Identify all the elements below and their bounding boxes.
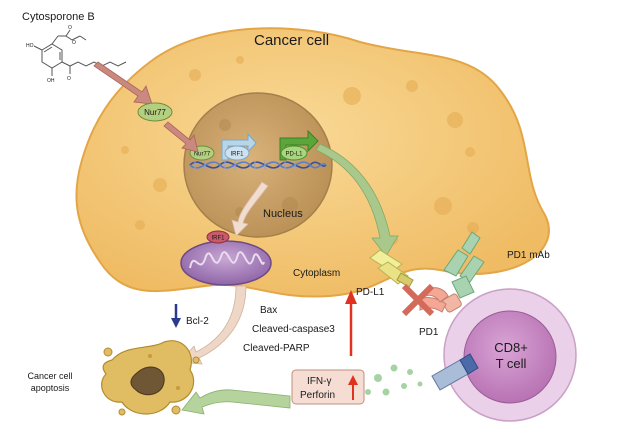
svg-text:O: O — [67, 76, 71, 82]
irf1-gene — [224, 145, 250, 161]
nucleus-label: Nucleus — [263, 208, 303, 220]
compound-label: Cytosporone B — [22, 11, 95, 23]
t-cell-label-line2: T cell — [496, 356, 527, 371]
apoptosis-label-line1: Cancer cell — [27, 371, 72, 381]
x-mark-icon — [401, 283, 435, 317]
pd-l1-label: PD-L1 — [356, 287, 385, 298]
pdl1-gene-label: PD-L1 — [285, 152, 303, 158]
t-cell-inner — [463, 310, 557, 404]
nur77-label: Nur77 — [144, 108, 166, 117]
svg-text:OH: OH — [47, 78, 55, 84]
tcr-receptor-icon — [431, 353, 479, 391]
bcl2-label: Bcl-2 — [186, 316, 209, 327]
antibody-icon — [443, 231, 485, 299]
pd1-label: PD1 — [419, 327, 439, 338]
nur77-small-label: Nur77 — [194, 152, 211, 158]
t-cell-to-apoptosis-arrow — [181, 389, 291, 415]
pdl1-transport-arrow — [315, 143, 399, 257]
up-arrow-icon — [345, 290, 357, 356]
ifn-label: IFN-γ — [307, 376, 331, 387]
dna-rungs — [194, 160, 296, 170]
down-arrow-icon — [171, 304, 181, 328]
pd-l1-receptor-icon — [369, 249, 414, 288]
pdl1-gene — [280, 145, 308, 161]
apoptotic-cell-icon — [101, 340, 200, 416]
chemical-structure-icon — [33, 29, 127, 76]
irf1-gene-label: IRF1 — [230, 152, 244, 158]
chemical-atom-labels: HO OH O O O — [26, 25, 76, 84]
cleaved-caspase3-label: Cleaved-caspase3 — [252, 324, 335, 335]
secreted-granules — [365, 364, 423, 396]
compound-to-nur77-arrow — [93, 61, 153, 105]
cancer-cell-label: Cancer cell — [254, 32, 329, 49]
nucleus-to-mitochondria-arrow — [231, 181, 269, 237]
svg-text:O: O — [72, 40, 76, 46]
cytoplasm-label: Cytoplasm — [293, 268, 340, 279]
apoptosis-label-line2: apoptosis — [31, 383, 70, 393]
mitochondrion-icon — [180, 240, 272, 286]
irf1-mito-protein — [206, 230, 230, 244]
nur77-to-nucleus-arrow — [163, 121, 199, 153]
cytokine-up-arrow-icon — [348, 375, 358, 400]
bax-label: Bax — [260, 305, 277, 316]
svg-text:O: O — [68, 25, 72, 31]
irf1-mito-label: IRF1 — [211, 236, 225, 242]
pd1-mab-label: PD1 mAb — [507, 250, 550, 261]
t-cell-label-line1: CD8+ — [494, 340, 528, 355]
perforin-label: Perforin — [300, 390, 335, 401]
nur77-protein — [137, 102, 173, 122]
cytokine-box — [291, 369, 365, 405]
cleaved-parp-label: Cleaved-PARP — [243, 343, 310, 354]
svg-text:HO: HO — [26, 43, 34, 49]
